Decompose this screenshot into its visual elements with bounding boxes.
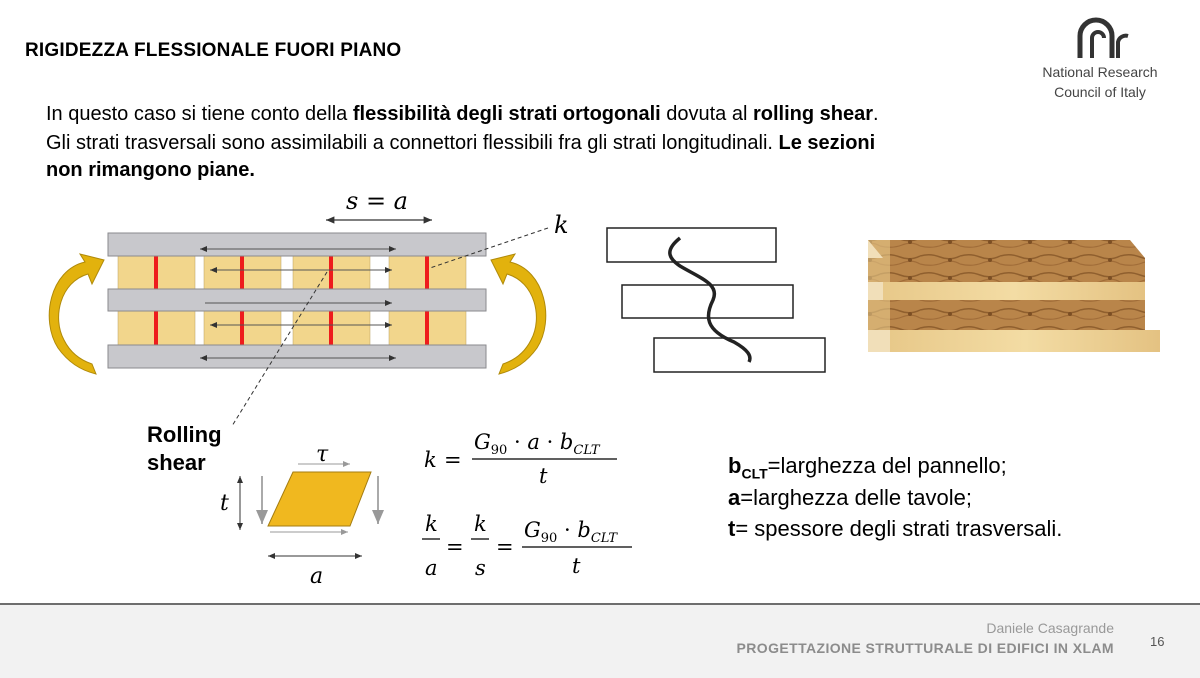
cnr-logo-icon <box>1077 17 1129 58</box>
formula-k-over-a: k a = k s = G90 · bCLT t <box>422 512 632 580</box>
spacing-label: s = a <box>346 187 408 215</box>
svg-text:s: s <box>475 556 486 580</box>
svg-text:a: a <box>425 556 438 580</box>
formula-k: k = G90 · a · bCLT t <box>424 430 617 488</box>
svg-text:=: = <box>444 448 462 472</box>
svg-text:k: k <box>424 448 437 472</box>
svg-text:=: = <box>496 535 514 559</box>
clt-diagram: s = a k <box>48 187 1160 589</box>
clt-panel-image <box>868 240 1160 352</box>
shear-deformation-sketch <box>606 227 826 373</box>
connectors <box>154 256 429 346</box>
page-number: 16 <box>1150 634 1165 649</box>
definition-bclt: bCLT=larghezza del pannello; <box>728 453 1007 482</box>
page-title: RIGIDEZZA FLESSIONALE FUORI PIANO <box>25 40 402 61</box>
footer-course-title: PROGETTAZIONE STRUTTURALE DI EDIFICI IN … <box>736 640 1114 656</box>
footer-author: Daniele Casagrande <box>986 620 1114 636</box>
moment-arrow-left <box>48 253 105 375</box>
t-label: t <box>220 491 229 516</box>
svg-text:G90 · bCLT: G90 · bCLT <box>524 518 618 546</box>
longitudinal-layers <box>107 232 487 369</box>
footer-background <box>0 605 1200 678</box>
svg-text:t: t <box>572 554 581 578</box>
org-name-line1: National Research <box>1042 64 1158 80</box>
moment-arrow-right <box>490 253 547 375</box>
svg-text:=: = <box>446 535 464 559</box>
paragraph-line-1: In questo caso si tiene conto della fles… <box>46 103 879 125</box>
footer-divider <box>0 603 1200 605</box>
definition-a: a=larghezza delle tavole; <box>728 485 973 510</box>
k-label: k <box>554 211 569 239</box>
paragraph-line-3: non rimangono piane. <box>46 159 255 181</box>
svg-text:t: t <box>539 464 548 488</box>
tau-label: τ <box>316 442 329 467</box>
svg-text:G90 · a · bCLT: G90 · a · bCLT <box>474 430 601 458</box>
a-label: a <box>310 564 323 589</box>
rolling-shear-label: Rolling shear <box>147 422 222 475</box>
definition-t: t= spessore degli strati trasversali. <box>728 516 1063 541</box>
paragraph-line-2: Gli strati trasversali sono assimilabili… <box>46 132 876 154</box>
svg-text:k: k <box>425 512 438 536</box>
rolling-shear-parallelogram <box>267 471 372 527</box>
org-name-line2: Council of Italy <box>1054 84 1146 100</box>
svg-text:k: k <box>474 512 487 536</box>
